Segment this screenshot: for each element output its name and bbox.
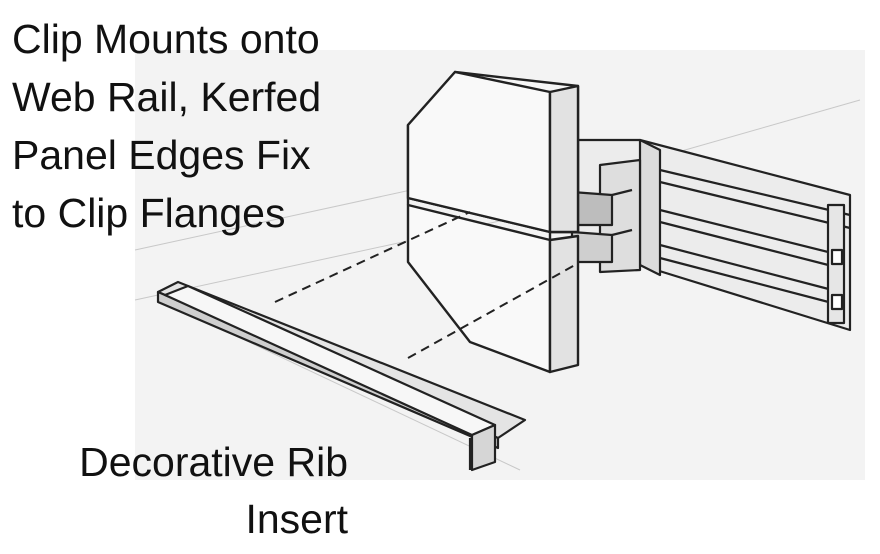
web-rail <box>576 138 852 332</box>
clip-annotation-line-1: Clip Mounts onto <box>12 16 320 62</box>
decorative-rib <box>156 280 527 472</box>
rib-annotation: Decorative Rib Insert <box>79 434 348 548</box>
clip-annotation-line-2: Web Rail, Kerfed <box>12 74 322 120</box>
clip-annotation-line-4: to Clip Flanges <box>12 190 286 236</box>
rib-annotation-line-1: Decorative Rib <box>79 439 348 485</box>
clip-annotation-line-3: Panel Edges Fix <box>12 132 311 178</box>
clip-annotation: Clip Mounts onto Web Rail, Kerfed Panel … <box>12 10 321 242</box>
clip <box>570 158 642 274</box>
projection-lines <box>274 211 576 359</box>
kerfed-panel <box>406 70 580 374</box>
rib-annotation-line-2: Insert <box>245 496 348 542</box>
